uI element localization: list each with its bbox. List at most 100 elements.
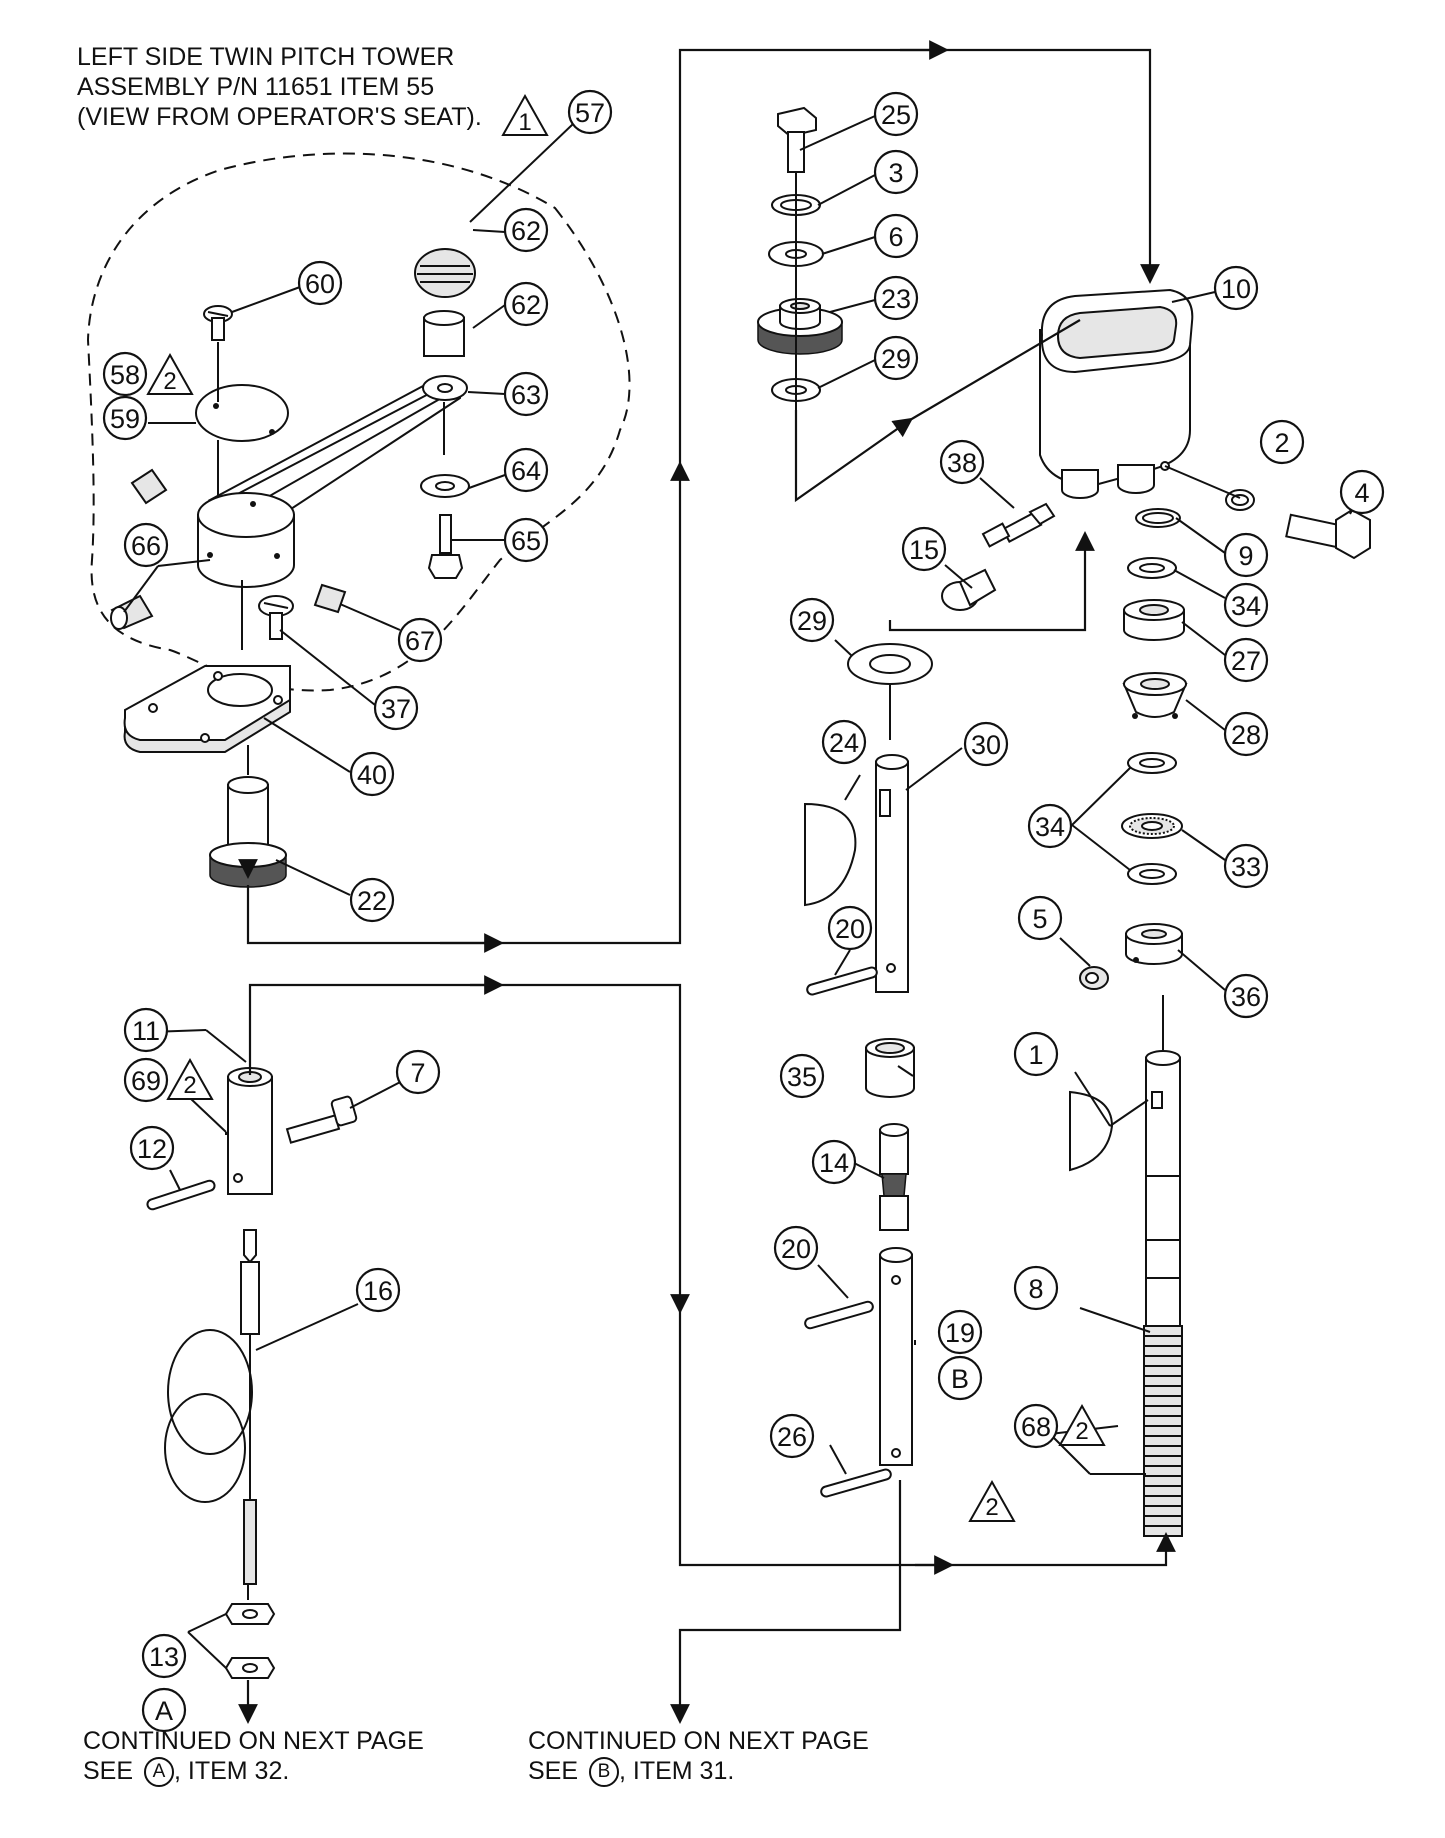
set-screw-5 (1079, 966, 1109, 990)
continued-note-a: CONTINUED ON NEXT PAGE SEE A, ITEM 32. (83, 1726, 424, 1788)
continued-b-line-1: CONTINUED ON NEXT PAGE (528, 1727, 869, 1755)
svg-text:38: 38 (947, 448, 977, 478)
svg-text:20: 20 (835, 914, 865, 944)
svg-text:19: 19 (945, 1318, 975, 1348)
svg-text:36: 36 (1231, 982, 1261, 1012)
shaft-30 (875, 754, 909, 993)
flow-line-1 (246, 461, 690, 945)
coupling-35 (865, 1038, 915, 1098)
washer-34-lower (1127, 863, 1177, 885)
nuts-13 (224, 1603, 276, 1679)
svg-text:2: 2 (163, 368, 176, 395)
callout-23: 23 (873, 275, 919, 321)
svg-text:62: 62 (511, 290, 541, 320)
svg-text:60: 60 (305, 269, 335, 299)
svg-text:34: 34 (1035, 812, 1065, 842)
svg-text:11: 11 (132, 1016, 160, 1046)
callout-59: 59 (102, 395, 148, 441)
collar-27 (1123, 599, 1185, 641)
svg-text:27: 27 (1231, 646, 1261, 676)
sleeve-11 (227, 1067, 273, 1195)
callout-10: 10 (1213, 265, 1259, 311)
svg-text:23: 23 (881, 284, 911, 314)
continued-b-ref-circle: B (588, 1757, 619, 1788)
bolt-65 (427, 514, 464, 579)
svg-text:1: 1 (518, 109, 531, 136)
pitch-arm-63 (207, 375, 468, 530)
svg-text:33: 33 (1231, 852, 1261, 882)
svg-text:2: 2 (1274, 428, 1289, 458)
flow-line-4 (909, 319, 1081, 421)
callout-37: 37 (373, 685, 419, 731)
callout-62-bushing: 62 (503, 281, 549, 327)
svg-text:69: 69 (131, 1066, 161, 1096)
svg-text:64: 64 (511, 456, 541, 486)
callout-62-knob: 62 (503, 207, 549, 253)
callout-3: 3 (873, 149, 919, 195)
callout-19: 19 (937, 1309, 983, 1355)
svg-text:59: 59 (110, 404, 140, 434)
svg-text:9: 9 (1238, 541, 1253, 571)
title-line-1: LEFT SIDE TWIN PITCH TOWER (77, 43, 455, 71)
bearing-28 (1122, 672, 1188, 719)
callout-34-upper: 34 (1223, 582, 1269, 628)
svg-text:1: 1 (1028, 1040, 1043, 1070)
svg-text:2: 2 (1075, 1418, 1088, 1445)
svg-text:24: 24 (829, 728, 859, 758)
svg-text:22: 22 (357, 886, 387, 916)
svg-text:58: 58 (110, 360, 140, 390)
housing-10 (1039, 288, 1194, 499)
callout-11: 11 (123, 1007, 169, 1053)
cable-16 (164, 1229, 260, 1585)
continued-a-line-2: SEE A, ITEM 32. (83, 1756, 424, 1788)
svg-text:67: 67 (405, 626, 435, 656)
svg-text:63: 63 (511, 380, 541, 410)
callout-25: 25 (873, 91, 919, 137)
svg-text:57: 57 (575, 98, 605, 128)
collar-36 (1125, 923, 1183, 965)
washer-29-lower (847, 643, 933, 685)
svg-text:28: 28 (1231, 720, 1261, 750)
pin-26 (820, 1468, 892, 1498)
knob-62 (414, 248, 476, 298)
key-24 (804, 802, 857, 907)
washer-64 (420, 474, 470, 498)
bolt-7 (285, 1095, 358, 1144)
pitch-screw-8 (1143, 1050, 1183, 1537)
callout-63: 63 (503, 371, 549, 417)
svg-text:62: 62 (511, 216, 541, 246)
flow-line-5 (888, 531, 1095, 632)
rev-flag-2-item-68: 2 (1058, 1403, 1106, 1446)
svg-text:8: 8 (1028, 1274, 1043, 1304)
washer-34-upper (1127, 557, 1177, 579)
svg-text:5: 5 (1032, 904, 1047, 934)
svg-text:2: 2 (985, 1494, 998, 1521)
bolt-38 (981, 502, 1056, 548)
svg-text:26: 26 (777, 1422, 807, 1452)
callout-33: 33 (1223, 843, 1269, 889)
ref-letter-a: A (141, 1687, 187, 1733)
continued-note-b: CONTINUED ON NEXT PAGE SEE B, ITEM 31. (528, 1726, 869, 1788)
base-plate-40 (123, 665, 291, 753)
rev-flag-2-standalone: 2 (968, 1479, 1016, 1522)
set-screw-66-lower (110, 594, 154, 630)
svg-text:20: 20 (781, 1234, 811, 1264)
svg-text:B: B (951, 1364, 969, 1394)
callout-64: 64 (503, 447, 549, 493)
callout-4: 4 (1339, 469, 1385, 515)
callout-20-upper: 20 (827, 905, 873, 951)
svg-text:65: 65 (511, 526, 541, 556)
svg-text:A: A (155, 1696, 173, 1726)
svg-text:15: 15 (909, 535, 939, 565)
callout-20-lower: 20 (773, 1225, 819, 1271)
callout-40: 40 (349, 751, 395, 797)
washer-34-mid (1127, 752, 1177, 774)
svg-text:25: 25 (881, 100, 911, 130)
set-screw-66-upper (130, 468, 168, 505)
callout-68: 68 (1013, 1403, 1059, 1449)
bolt-4 (1285, 508, 1371, 560)
svg-text:6: 6 (888, 222, 903, 252)
gear-23 (757, 298, 843, 355)
lockwasher-33 (1121, 813, 1183, 839)
